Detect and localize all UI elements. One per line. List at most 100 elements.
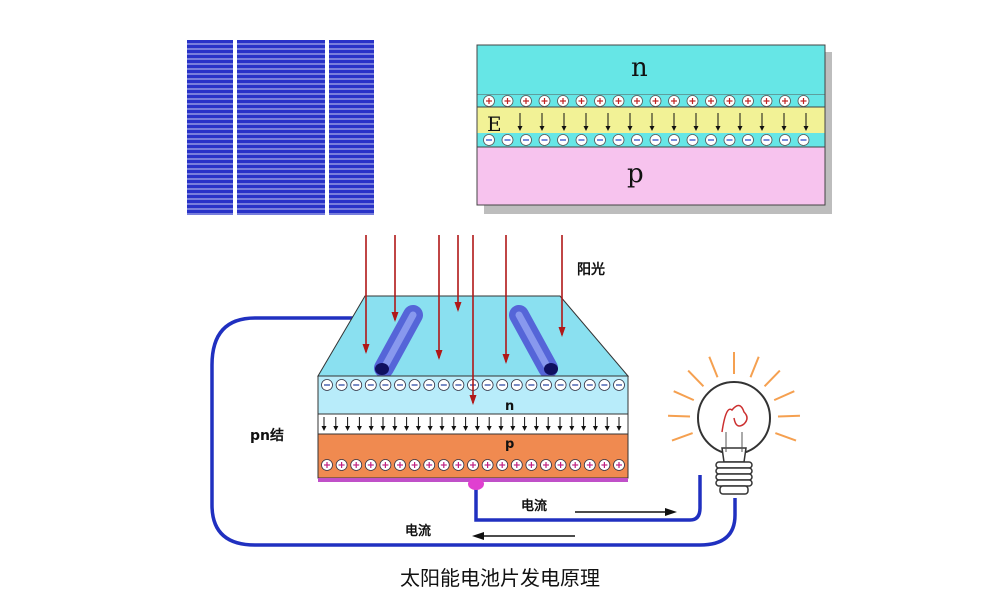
cell-field-arrow [404,417,410,431]
junction-minus-charge [797,134,810,146]
cell-field-arrow [439,417,445,431]
cell-field-arrow [463,417,469,431]
junction-field-arrow [671,113,677,131]
junction-n-region [476,44,826,96]
junction-field-arrow [737,113,743,131]
external-wire-left [210,316,737,547]
cell-field-arrow [557,417,563,431]
junction-field-arrow [517,113,523,131]
cell-minus-charge [569,379,582,391]
cell-plus-charge [496,459,509,471]
cell-minus-charge [452,379,465,391]
cell-plus-charge [364,459,377,471]
junction-plus-charge [483,95,495,107]
junction-field-arrow [781,113,787,131]
cell-plus-charge [481,459,494,471]
junction-p-label: p [627,159,644,189]
cell-plus-charge [335,459,348,471]
junction-plus-charge [557,95,569,107]
cell-plus-charge [423,459,436,471]
cell-minus-charge [408,379,421,391]
cell-minus-charge [598,379,611,391]
bulb-base [715,461,753,495]
junction-plus-charge [594,95,606,107]
junction-plus-charge [797,95,810,107]
junction-minus-charge [723,134,736,146]
junction-plus-charge [538,95,551,107]
cell-field-arrow [569,417,575,431]
cell-minus-charge [613,379,625,391]
cell-field-arrow [392,417,398,431]
junction-plus-charge [631,95,643,107]
junction-minus-charge [538,134,551,146]
cell-field-arrow [604,417,610,431]
junction-field-arrow [803,113,809,131]
junction-minus-charge [742,134,754,146]
cell-field-arrow [498,417,504,431]
cell-field-arrow [451,417,457,431]
junction-plus-charge [575,95,588,107]
junction-field-arrow [539,113,545,131]
external-wire-right [474,475,702,522]
current-label-upper: 电流 [521,498,547,514]
junction-field-arrow [759,113,765,131]
junction-field-arrow [605,113,611,131]
bulb-glow-ray [668,414,691,418]
current-label-lower: 电流 [405,523,431,539]
cell-minus-charge [437,379,450,391]
junction-field-arrow [693,113,699,131]
cell-negative-charges [321,379,625,391]
cell-minus-charge [364,379,377,391]
pn-junction-label: pn结 [250,427,284,444]
bulb-glow-ray [773,390,795,402]
junction-field-arrows [517,113,809,131]
pn-junction-diagram: n p E [476,44,832,214]
junction-minus-charge [520,134,532,146]
bulb-glow-ray [763,369,781,388]
junction-minus-charge [501,134,514,146]
cell-plus-charge [452,459,465,471]
sun-ray-arrow [454,235,462,312]
junction-field-arrow [627,113,633,131]
current-arrow-right [575,508,677,516]
cell-field-arrow [533,417,539,431]
solar-cell-circuit: n p [210,235,800,547]
cell-plus-charge [540,459,552,471]
bulb-glow-ray [671,432,693,442]
junction-minus-charge [594,134,606,146]
solar-panel-image [187,40,374,215]
bulb-glow-ray [673,390,695,402]
cell-field-arrow [345,417,351,431]
cell-minus-charge [350,379,363,391]
cell-plus-charge [569,459,582,471]
cell-field-arrow [427,417,433,431]
junction-minus-charge [668,134,680,146]
cell-field-arrow [356,417,362,431]
sun-ray-arrow [502,235,510,364]
junction-field-arrow [583,113,589,131]
front-electrode-left [374,305,423,378]
cell-n-label: n [505,399,514,414]
cell-field-arrow [333,417,339,431]
junction-plus-charge [520,95,532,107]
bulb-glow-ray [708,356,719,378]
cell-minus-charge [540,379,552,391]
cell-minus-charge [379,379,392,391]
cell-plus-charge [379,459,392,471]
cell-plus-charge [613,459,625,471]
cell-plus-charge [394,459,406,471]
bulb-glow-ray [777,414,800,418]
figure-caption: 太阳能电池片发电原理 [400,566,600,590]
junction-n-label: n [631,53,648,83]
cell-plus-charge [321,459,333,471]
cell-field-arrow [616,417,622,431]
cell-plus-charge [510,459,523,471]
sun-ray-arrow [435,235,443,360]
cell-plus-charge [583,459,596,471]
cell-minus-charge [335,379,348,391]
cell-field-arrow [522,417,528,431]
junction-minus-charge [483,134,495,146]
cell-minus-charge [481,379,494,391]
junction-field-arrow [561,113,567,131]
